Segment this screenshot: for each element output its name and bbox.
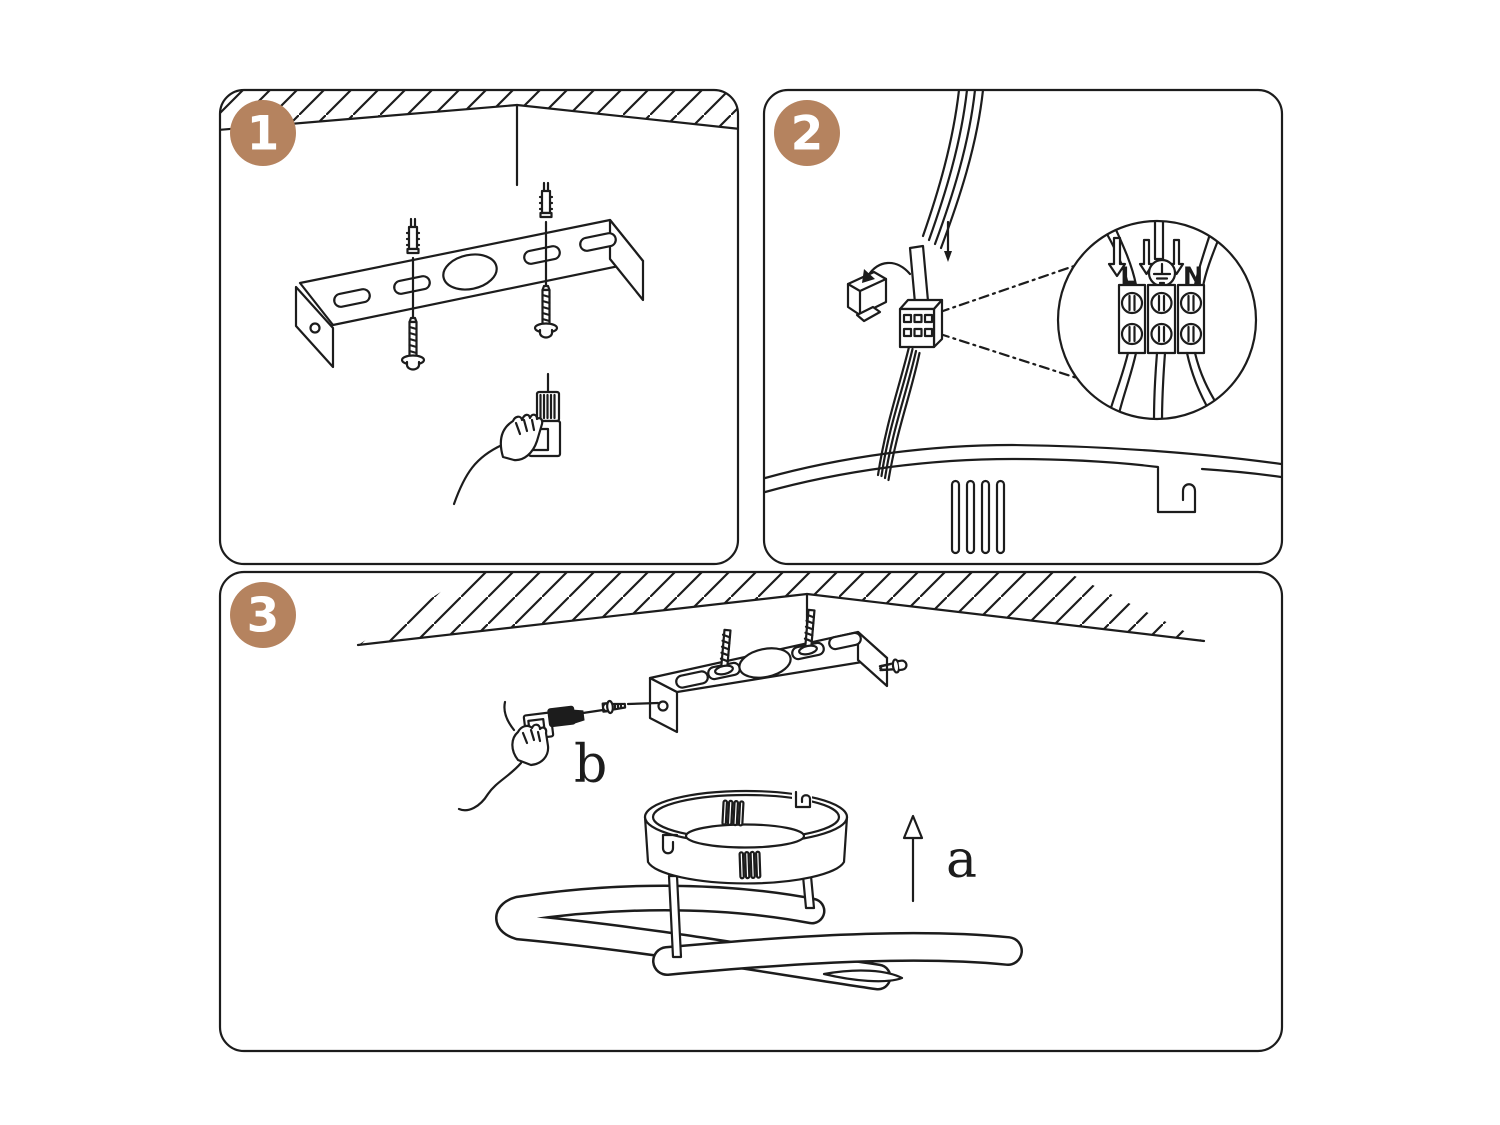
panel-2-border: [762, 88, 1284, 566]
magnifier-detail-circle: L N: [1056, 219, 1258, 421]
step-2-panel: L N: [762, 88, 1284, 566]
mounting-screw: [400, 316, 426, 371]
arm: [452, 443, 504, 506]
earth-icon: [1147, 258, 1177, 288]
support-rods: [667, 874, 816, 959]
side-screw: [878, 658, 908, 674]
rotation-arrow-icon: [862, 261, 912, 283]
step-1-panel: 1: [218, 88, 740, 566]
terminal-screw-blocks: [1117, 283, 1206, 355]
lift-direction-label: a: [946, 830, 977, 890]
swirl-light-tubes: [495, 884, 1023, 991]
canopy-drum: [643, 789, 849, 885]
drill-driver: [457, 699, 660, 812]
mounting-screw: [533, 284, 559, 339]
bracket-slots: [333, 232, 617, 308]
drum-hook: [792, 790, 812, 809]
vent-slots: [738, 850, 762, 880]
ceiling-hatch: [220, 90, 738, 187]
vent-slots: [950, 479, 1006, 555]
bracket-center-hole: [442, 253, 498, 291]
step-number: 2: [791, 107, 824, 162]
magnifier-leader-lines: [938, 264, 1079, 380]
hook-slot: [764, 457, 1197, 514]
tube-end-tip: [822, 969, 904, 983]
down-arrow-icon: [944, 220, 952, 262]
screw-direction-label: b: [574, 735, 607, 795]
neutral-label: N: [1183, 262, 1203, 290]
step-number: 1: [247, 107, 280, 162]
hand-with-screwdriver: [452, 372, 562, 506]
step-number-badge: 3: [230, 582, 296, 648]
canopy-rim: [764, 443, 1282, 555]
driven-screw: [601, 699, 627, 715]
vent-slots: [721, 799, 745, 827]
mounting-bracket: [648, 630, 889, 734]
mounting-bracket: [294, 218, 645, 369]
wall-anchor: [538, 181, 554, 219]
hand: [499, 413, 544, 462]
step-number-badge: 1: [230, 100, 296, 166]
wires-to-canopy: [876, 345, 921, 482]
power-cable: [457, 761, 523, 812]
step-number: 3: [247, 589, 280, 644]
step-number-badge: 2: [774, 100, 840, 166]
cable-clamp: [846, 270, 888, 323]
terminal-screws: [1120, 291, 1203, 346]
terminal-block: [898, 244, 944, 349]
installed-screw: [714, 628, 734, 676]
drum-hook: [661, 833, 679, 855]
installed-screw: [798, 608, 818, 656]
wall-anchor: [405, 217, 421, 255]
step-3-panel: b: [218, 570, 1284, 1053]
up-arrow-icon: [902, 814, 924, 903]
live-label: L: [1120, 262, 1135, 290]
